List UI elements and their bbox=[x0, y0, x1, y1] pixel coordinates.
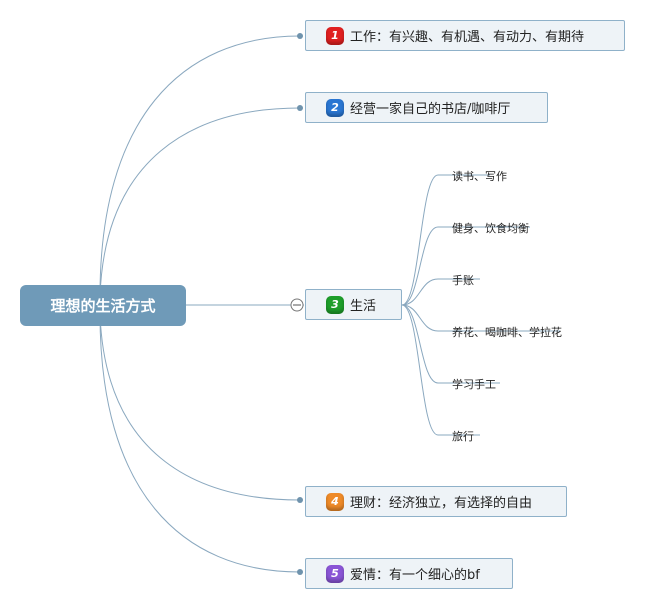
root-topic[interactable]: 理想的生活方式 bbox=[20, 285, 186, 326]
topic-label: 爱情：有一个细心的bf bbox=[350, 568, 480, 583]
connector-dot bbox=[297, 569, 303, 575]
connector-life-1 bbox=[401, 174, 439, 306]
topic-bookstore[interactable]: 2 经营一家自己的书店/咖啡厅 bbox=[305, 92, 548, 123]
priority-5-icon: 5 bbox=[326, 564, 344, 583]
connector-topic-1 bbox=[99, 35, 301, 297]
topic-finance[interactable]: 4 理财：经济独立，有选择的自由 bbox=[305, 486, 567, 517]
priority-2-icon: 2 bbox=[326, 98, 344, 117]
topic-love[interactable]: 5 爱情：有一个细心的bf bbox=[305, 558, 513, 589]
priority-4-icon: 4 bbox=[326, 492, 344, 511]
root-topic-label: 理想的生活方式 bbox=[50, 297, 156, 315]
connector-life-5 bbox=[401, 304, 439, 384]
topic-label: 生活 bbox=[350, 299, 377, 314]
subtopic-travel[interactable]: 旅行 bbox=[452, 430, 474, 443]
topic-work[interactable]: 1 工作：有兴趣、有机遇、有动力、有期待 bbox=[305, 20, 625, 51]
topic-life[interactable]: 3 生活 bbox=[305, 289, 402, 320]
topic-label: 经营一家自己的书店/咖啡厅 bbox=[350, 102, 511, 117]
connector-life-4 bbox=[401, 304, 439, 332]
priority-3-icon: 3 bbox=[326, 295, 344, 314]
subtopic-fitness[interactable]: 健身、饮食均衡 bbox=[452, 222, 529, 235]
subtopic-flowers-coffee[interactable]: 养花、喝咖啡、学拉花 bbox=[452, 326, 562, 339]
connector-dot bbox=[297, 497, 303, 503]
connector-topic-2 bbox=[99, 107, 301, 297]
collapse-toggle-icon bbox=[290, 298, 304, 312]
subtopic-reading[interactable]: 读书、写作 bbox=[452, 170, 507, 183]
connector-life-3 bbox=[401, 278, 439, 306]
connector-topic-5 bbox=[99, 313, 301, 573]
priority-1-icon: 1 bbox=[326, 26, 344, 45]
connector-topic-4 bbox=[99, 313, 301, 501]
subtopic-crafts[interactable]: 学习手工 bbox=[452, 378, 496, 391]
topic-label: 理财：经济独立，有选择的自由 bbox=[350, 496, 533, 511]
connector-dot bbox=[297, 33, 303, 39]
connector-life-6 bbox=[401, 304, 439, 436]
connector-dot bbox=[297, 105, 303, 111]
subtopic-journal[interactable]: 手账 bbox=[452, 274, 474, 287]
topic-label: 工作：有兴趣、有机遇、有动力、有期待 bbox=[350, 30, 585, 45]
connector-life-2 bbox=[401, 226, 439, 306]
